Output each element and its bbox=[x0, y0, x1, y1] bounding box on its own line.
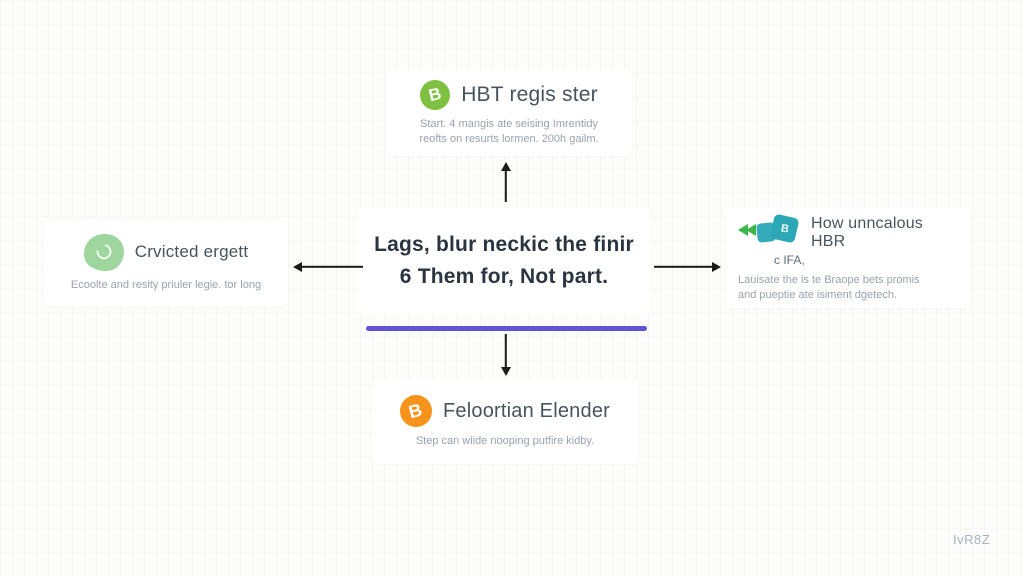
watermark-text: IvR8Z bbox=[953, 532, 991, 547]
node-top-title: HBT regis ster bbox=[461, 82, 598, 106]
node-right-subtitle-label: c IFA, bbox=[774, 252, 805, 267]
node-bottom-subtitle: Step can wiide nooping putfire kidby. bbox=[415, 435, 595, 447]
teal-cards-transfer-icon: B bbox=[738, 213, 800, 252]
teal-card-shape: B bbox=[769, 213, 800, 243]
node-crvicted-ergett: Crvicted ergett Ecoolte and resity priul… bbox=[44, 220, 288, 306]
green-arrow-shape bbox=[738, 223, 748, 236]
node-left-title: Crvicted ergett bbox=[134, 242, 249, 261]
node-hbt-register: B HBT regis ster Start. 4 mangis ate sei… bbox=[386, 70, 632, 156]
green-arrow-shape bbox=[746, 223, 756, 236]
arrow-right-icon bbox=[654, 259, 721, 275]
node-feloortian-elender: B Feloortian Elender Step can wiide noop… bbox=[372, 380, 638, 464]
node-right-subtitle: Lauisate the is te Braope bets promis an… bbox=[738, 273, 920, 301]
center-underline-bar bbox=[366, 326, 647, 331]
node-top-subtitle: Start. 4 mangis ate seising Imrentidy re… bbox=[419, 117, 599, 145]
center-statement: Lags, blur neckic the finir 6 Them for, … bbox=[358, 208, 650, 314]
node-left-subtitle: Ecoolte and resity priuler legie. tor lo… bbox=[70, 278, 262, 291]
arrow-up-icon bbox=[498, 162, 514, 202]
node-right-title: How unncalous HBR bbox=[811, 214, 923, 250]
center-statement-text: Lags, blur neckic the finir 6 Them for, … bbox=[374, 233, 634, 288]
node-bottom-title: Feloortian Elender bbox=[442, 399, 611, 422]
node-how-unncalous-hbr: B How unncalous HBR c IFA, Lauisate the … bbox=[726, 208, 970, 308]
arrow-down-icon bbox=[498, 334, 514, 376]
bitcoin-green-coin-icon: B bbox=[420, 79, 451, 110]
arrow-left-icon bbox=[293, 259, 363, 275]
eco-leaf-blob-icon bbox=[83, 233, 124, 271]
bitcoin-orange-coin-icon: B bbox=[399, 395, 432, 427]
